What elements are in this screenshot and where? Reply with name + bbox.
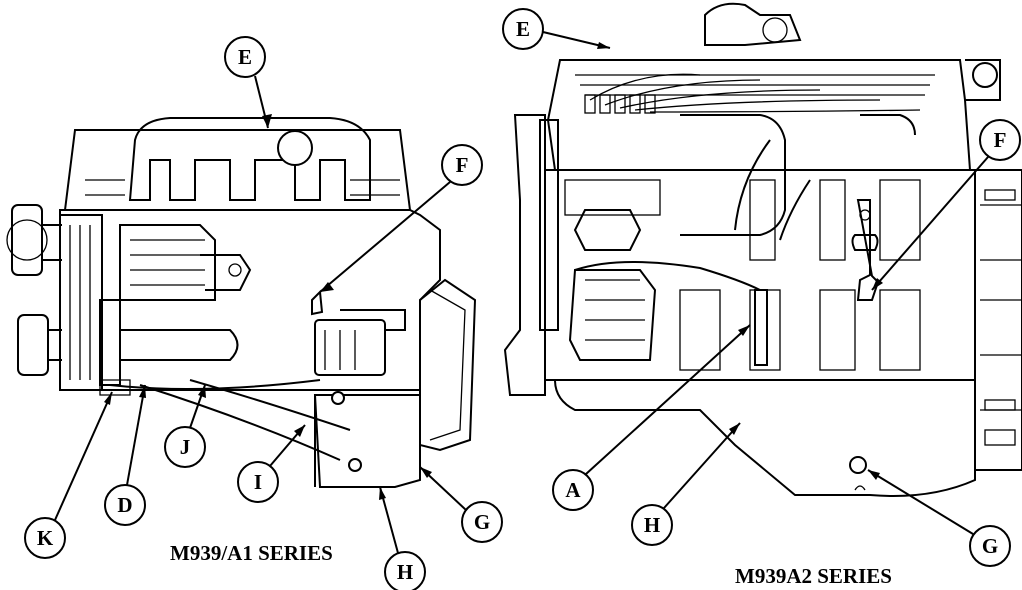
callout-k-label: K (37, 526, 54, 550)
callout-f-right: F (871, 119, 1021, 291)
callout-h-left: H (379, 486, 426, 590)
callout-f-left-label: F (456, 153, 469, 177)
callout-k: K (24, 391, 113, 559)
callout-j-label: J (180, 435, 191, 459)
callout-h-left-label: H (397, 560, 413, 584)
callout-e-right: E (502, 8, 611, 50)
callout-h-right-label: H (644, 513, 660, 537)
callout-j: J (164, 384, 206, 468)
series-label-right: M939A2 SERIES (735, 564, 892, 588)
left-engine-drawing (6, 117, 477, 488)
callout-a-label: A (565, 478, 581, 502)
series-label-left: M939/A1 SERIES (170, 541, 333, 565)
callout-d-label: D (117, 493, 132, 517)
callout-i: I (237, 424, 306, 503)
callout-e-left: E (224, 36, 272, 129)
callout-g-right-label: G (982, 534, 998, 558)
callout-i-label: I (254, 470, 262, 494)
callout-h-right: H (631, 422, 741, 546)
callout-d: D (104, 384, 146, 526)
right-engine-drawing (503, 2, 1022, 497)
callout-f-right-label: F (994, 128, 1007, 152)
callout-e-right-label: E (516, 17, 530, 41)
callout-f-left: F (319, 144, 483, 293)
callout-a: A (552, 324, 751, 511)
callout-g-left-label: G (474, 510, 490, 534)
callout-g-left: G (419, 466, 503, 543)
callout-e-left-label: E (238, 45, 252, 69)
callout-g-right: G (867, 469, 1011, 567)
